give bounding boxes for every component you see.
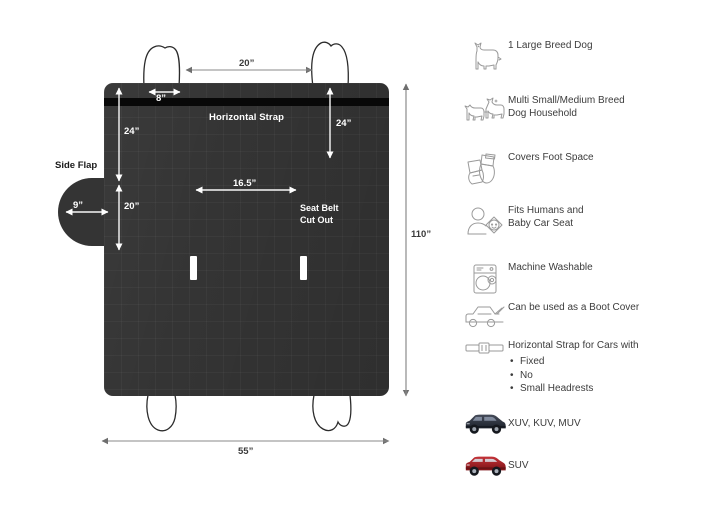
dim-strap-gap: 20” [239, 58, 255, 69]
washing-machine-icon [462, 260, 508, 298]
feature-label: Machine Washable [508, 262, 593, 273]
feature-label: XUV, KUV, MUV [508, 418, 581, 429]
horizontal-strap-label: Horizontal Strap [209, 112, 284, 123]
dimension-arrows [65, 66, 410, 445]
car-seat-cover-mat: Horizontal Strap [104, 83, 389, 396]
mat-diagram: Side Flap Horizontal Strap Seat Belt Cut… [55, 41, 432, 457]
seat-belt-cutout-label: Seat Belt Cut Out [300, 203, 339, 225]
top-right-strap-loop [311, 41, 349, 88]
seat-belt-cutout-left [190, 256, 197, 280]
dim-cutout-spacing: 16.5” [233, 178, 257, 189]
feature-label: Fits Humans and Baby Car Seat [508, 205, 584, 229]
bottom-right-strap-loop [312, 394, 352, 432]
feature-label: SUV [508, 460, 529, 471]
feature-item-foot-space: Covers Foot Space [462, 150, 594, 192]
boot-cover-car-icon [462, 300, 508, 334]
dim-side-flap-width: 9” [73, 200, 84, 211]
feature-item-xuv: XUV, KUV, MUV [462, 408, 581, 438]
headrest-options-list: Fixed No Small Headrests [508, 355, 639, 396]
dim-left-bottom: 20” [124, 201, 140, 212]
top-left-strap-loop [143, 45, 181, 88]
dim-left-top: 24” [124, 126, 140, 137]
mat-sheen [104, 83, 389, 396]
large-dog-icon [462, 38, 508, 78]
feature-item-horizontal-strap: Horizontal Strap for Cars with Fixed No … [462, 338, 639, 396]
quilted-texture [104, 83, 389, 396]
human-baby-seat-icon [462, 203, 508, 243]
foot-space-icon [462, 150, 508, 192]
multi-dogs-icon [462, 93, 508, 133]
feature-item-boot-cover: Can be used as a Boot Cover [462, 300, 639, 334]
feature-label: Can be used as a Boot Cover [508, 302, 640, 313]
xuv-car-photo [462, 408, 508, 438]
headrest-option: No [508, 369, 639, 383]
bottom-left-strap-loop [146, 394, 177, 432]
suv-car-photo [462, 450, 508, 480]
dim-right-top: 24” [336, 118, 352, 129]
feature-label: Horizontal Strap for Cars with [508, 340, 639, 351]
seat-belt-cutout-right [300, 256, 307, 280]
feature-item-machine-washable: Machine Washable [462, 260, 593, 298]
dim-total-height: 110” [411, 229, 432, 240]
strap-buckle-icon [462, 338, 508, 358]
headrest-option: Fixed [508, 355, 639, 369]
feature-label: Covers Foot Space [508, 152, 594, 163]
headrest-option: Small Headrests [508, 382, 639, 396]
side-flap-label: Side Flap [55, 160, 98, 171]
feature-label: Multi Small/Medium Breed Dog Household [508, 95, 625, 119]
feature-item-human-baby-seat: Fits Humans and Baby Car Seat [462, 203, 584, 243]
dim-strap-width: 8” [156, 93, 167, 104]
feature-label: 1 Large Breed Dog [508, 40, 593, 51]
feature-item-suv: SUV [462, 450, 529, 480]
dim-total-width: 55” [238, 446, 254, 457]
horizontal-strap-band [104, 98, 389, 106]
feature-item-multi-dogs: Multi Small/Medium Breed Dog Household [462, 93, 625, 133]
feature-item-large-dog: 1 Large Breed Dog [462, 38, 593, 78]
